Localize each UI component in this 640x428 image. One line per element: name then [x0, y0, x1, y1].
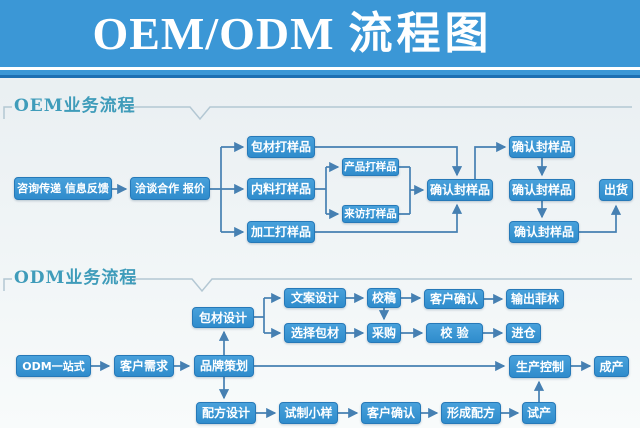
- node-output-film: 输出菲林: [506, 289, 564, 309]
- node-formula-design: 配方设计: [196, 402, 256, 424]
- header-divider-white: [0, 67, 640, 70]
- node-trial-sample: 试制小样: [279, 402, 338, 424]
- node-finished-product: 成产: [594, 356, 629, 377]
- header-title-bar: OEM/ODM 流程图: [0, 0, 640, 67]
- node-client-confirm-2: 客户确认: [361, 402, 421, 424]
- node-packaging-sample: 包材打样品: [247, 136, 315, 158]
- node-confirm-seal-sample-mid: 确认封样品: [509, 179, 575, 201]
- node-trial-production: 试产: [522, 402, 556, 424]
- node-proofread: 校稿: [367, 288, 401, 308]
- page-title-latin: OEM/ODM: [92, 8, 335, 59]
- oem-section-bracket: [3, 106, 632, 121]
- node-odm-one-stop: ODM一站式: [16, 355, 91, 377]
- oem-section-label: OEM业务流程: [14, 96, 136, 116]
- header-divider-blue: [0, 70, 640, 75]
- odm-section-bracket: [3, 278, 632, 293]
- oem-connector-lines: [112, 141, 622, 238]
- node-visit-sample: 来访打样品: [342, 205, 399, 223]
- page-title-cn: 流程图: [348, 8, 493, 59]
- node-negotiate: 洽谈合作 报价: [130, 177, 210, 200]
- node-client-needs: 客户需求: [114, 355, 174, 377]
- node-brand-planning: 品牌策划: [194, 355, 254, 377]
- odm-section-label: ODM业务流程: [14, 268, 138, 288]
- node-product-sample: 产品打样品: [342, 158, 399, 176]
- node-ship: 出货: [599, 179, 633, 201]
- node-inspection: 校 验: [426, 323, 483, 343]
- node-consult: 咨询传递 信息反馈: [14, 177, 112, 200]
- node-processing-sample: 加工打样品: [247, 221, 315, 243]
- node-client-confirm-1: 客户确认: [424, 289, 484, 309]
- node-choose-packaging: 选择包材: [284, 323, 346, 343]
- node-warehouse: 进仓: [506, 323, 541, 343]
- node-confirm-seal-sample-bot: 确认封样品: [509, 221, 579, 243]
- node-confirm-seal-sample-main: 确认封样品: [427, 179, 493, 201]
- node-purchase: 采购: [367, 323, 401, 343]
- node-production-control: 生产控制: [509, 355, 571, 378]
- odm-connector-lines: [91, 292, 592, 419]
- node-packaging-design: 包材设计: [192, 307, 254, 328]
- node-confirm-seal-sample-top: 确认封样品: [509, 136, 575, 158]
- node-copy-design: 文案设计: [284, 288, 346, 308]
- header-banner: OEM/ODM 流程图: [0, 0, 640, 78]
- node-form-formula: 形成配方: [441, 402, 501, 424]
- header-divider-dark: [0, 75, 640, 78]
- node-inner-material-sample: 内料打样品: [247, 178, 315, 200]
